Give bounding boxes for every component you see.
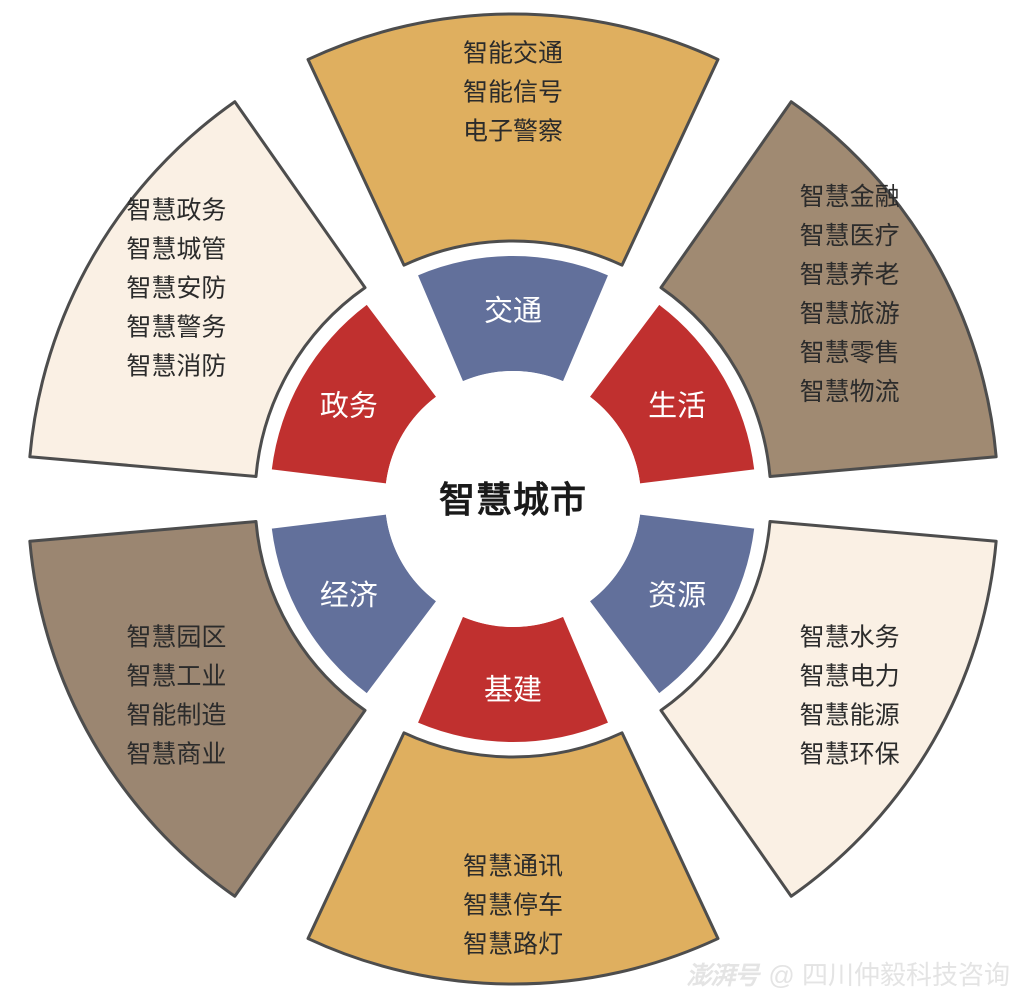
outer-ring-group xyxy=(28,12,998,986)
outer-segment-economy-items[interactable] xyxy=(28,519,367,898)
outer-label-government-items: 智慧政务智慧城管智慧安防智慧警务智慧消防 xyxy=(126,196,226,380)
outer-label-line: 智能交通 xyxy=(463,40,563,68)
outer-label-line: 智慧政务 xyxy=(126,196,226,224)
outer-label-line: 智慧金融 xyxy=(800,183,900,211)
outer-segment-infrastructure-items[interactable] xyxy=(306,731,720,986)
inner-segment-government[interactable] xyxy=(271,304,436,484)
outer-segment-transport-items[interactable] xyxy=(306,12,720,267)
outer-label-line: 智慧商业 xyxy=(126,740,226,768)
outer-label-line: 智慧能源 xyxy=(800,701,900,729)
watermark-text: @ 四川仲毅科技咨询 xyxy=(768,960,1010,990)
inner-ring-group xyxy=(271,255,755,743)
outer-label-line: 智慧物流 xyxy=(800,378,900,406)
inner-label-resource: 资源 xyxy=(648,579,706,612)
watermark: 澎湃号 @ 四川仲毅科技咨询 xyxy=(686,955,1010,992)
outer-label-line: 智慧水务 xyxy=(800,623,900,651)
outer-label-line: 智慧电力 xyxy=(800,662,900,690)
outer-label-line: 智慧城管 xyxy=(126,235,226,263)
inner-segment-transport[interactable] xyxy=(418,255,608,382)
inner-label-infrastructure: 基建 xyxy=(484,674,542,707)
outer-label-line: 智能制造 xyxy=(126,701,226,729)
outer-label-resource-items: 智慧水务智慧电力智慧能源智慧环保 xyxy=(800,623,900,768)
outer-label-line: 智慧停车 xyxy=(463,892,563,920)
watermark-logo: 澎湃号 xyxy=(686,961,759,990)
inner-label-life: 生活 xyxy=(648,389,706,422)
outer-label-line: 智慧养老 xyxy=(800,261,900,289)
outer-label-line: 智慧零售 xyxy=(800,339,900,367)
outer-label-line: 智能信号 xyxy=(463,79,563,107)
inner-segment-infrastructure[interactable] xyxy=(418,616,608,743)
outer-segment-life-items[interactable] xyxy=(659,100,998,479)
outer-label-life-items: 智慧金融智慧医疗智慧养老智慧旅游智慧零售智慧物流 xyxy=(800,183,900,406)
outer-label-line: 电子警察 xyxy=(463,118,563,146)
outer-label-line: 智慧通讯 xyxy=(463,853,563,881)
inner-label-economy: 经济 xyxy=(320,579,378,612)
outer-label-economy-items: 智慧园区智慧工业智能制造智慧商业 xyxy=(126,623,226,768)
outer-segment-resource-items[interactable] xyxy=(659,519,998,898)
outer-label-line: 智慧消防 xyxy=(126,352,226,380)
outer-label-line: 智慧医疗 xyxy=(800,222,900,250)
outer-label-infrastructure-items: 智慧通讯智慧停车智慧路灯 xyxy=(463,853,563,959)
center-hub xyxy=(385,371,641,627)
outer-label-line: 智慧环保 xyxy=(800,740,900,768)
inner-segment-life[interactable] xyxy=(590,304,755,484)
inner-segment-resource[interactable] xyxy=(590,514,755,694)
outer-label-line: 智慧路灯 xyxy=(463,931,563,959)
outer-label-line: 智慧园区 xyxy=(126,623,226,651)
inner-segment-economy[interactable] xyxy=(271,514,436,694)
outer-label-line: 智慧警务 xyxy=(126,313,226,341)
outer-segment-government-items[interactable] xyxy=(28,100,367,479)
outer-label-line: 智慧旅游 xyxy=(800,300,900,328)
outer-label-line: 智慧工业 xyxy=(126,662,226,690)
outer-label-line: 智慧安防 xyxy=(126,274,226,302)
outer-labels-group: 智能交通智能信号电子警察智慧金融智慧医疗智慧养老智慧旅游智慧零售智慧物流智慧水务… xyxy=(126,40,899,959)
center-title: 智慧城市 xyxy=(439,479,587,520)
inner-label-government: 政务 xyxy=(320,389,378,422)
inner-label-transport: 交通 xyxy=(484,295,542,328)
outer-label-transport-items: 智能交通智能信号电子警察 xyxy=(463,40,563,146)
